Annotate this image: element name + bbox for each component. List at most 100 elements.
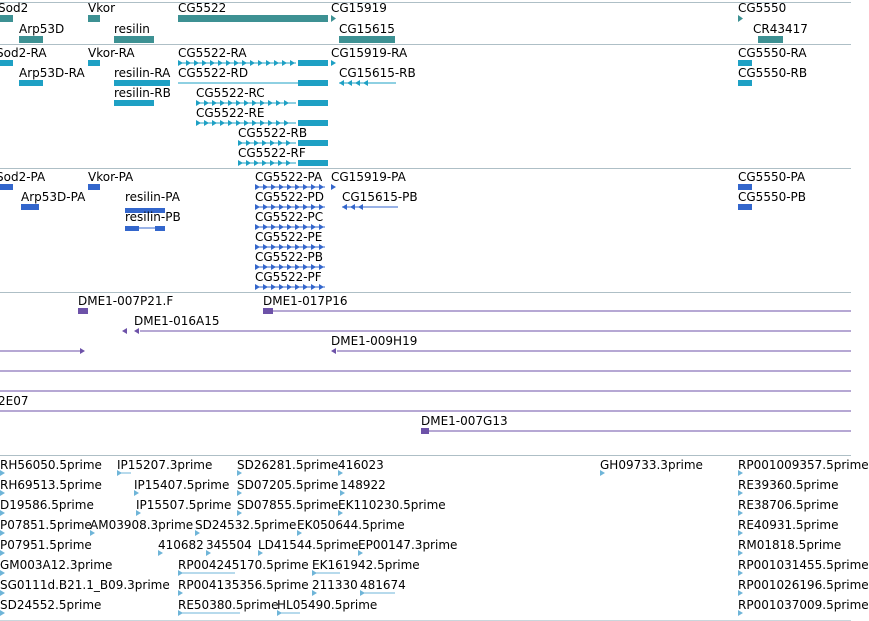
est-label[interactable]: 416023 [338, 458, 384, 472]
transcript-glyph-cg5522-rb-exon[interactable] [262, 140, 267, 146]
est-label[interactable]: D19586.5prime [0, 498, 94, 512]
transcript-glyph-cg15919-ra[interactable] [331, 60, 336, 66]
protein-glyph-cg5522-pd-exon[interactable] [287, 204, 292, 210]
transcript-glyph-cg5522-re-exon[interactable] [260, 120, 265, 126]
protein-glyph-cg5522-pb-exon[interactable] [263, 264, 268, 270]
est-label[interactable]: IP15507.5prime [136, 498, 232, 512]
est-label[interactable]: SD24532.5prime [195, 518, 297, 532]
protein-glyph-cg5522-pf-exon[interactable] [255, 284, 260, 290]
transcript-glyph-cg5522-ra-exon[interactable] [242, 60, 247, 66]
protein-glyph-cg5522-pe-exon[interactable] [263, 244, 268, 250]
clone-label-dme1-007p21f[interactable]: DME1-007P21.F [78, 294, 174, 308]
gene-glyph-arp53d[interactable] [19, 36, 43, 43]
transcript-glyph-cg5522-ra-exon[interactable] [186, 60, 191, 66]
transcript-glyph-cg5522-rb-block[interactable] [298, 140, 328, 146]
transcript-glyph-cg5522-ra-exon[interactable] [218, 60, 223, 66]
transcript-glyph-cg5522-rb-exon[interactable] [246, 140, 251, 146]
transcript-glyph-cg5522-ra-exon[interactable] [234, 60, 239, 66]
est-label[interactable]: EP00147.3prime [358, 538, 458, 552]
transcript-glyph-cg5522-rb-exon[interactable] [270, 140, 275, 146]
transcript-label-cg5522-rf[interactable]: CG5522-RF [238, 146, 306, 160]
est-glyph[interactable] [358, 550, 363, 556]
protein-glyph-cg5522-pd-exon[interactable] [303, 204, 308, 210]
est-glyph[interactable] [738, 490, 743, 496]
transcript-glyph-cg5522-ra-exon[interactable] [258, 60, 263, 66]
transcript-glyph-cg15615-rb-exon[interactable] [355, 80, 360, 86]
protein-glyph-cg5522-pb-exon[interactable] [271, 264, 276, 270]
protein-glyph-cg5522-pd-exon[interactable] [271, 204, 276, 210]
gene-glyph-cr43417[interactable] [758, 36, 783, 43]
protein-label-cg5550-pb[interactable]: CG5550-PB [738, 190, 807, 204]
gene-glyph-cg15615[interactable] [339, 36, 395, 43]
transcript-glyph-resilin-ra[interactable] [114, 80, 170, 86]
protein-glyph-cg5522-pe-exon[interactable] [279, 244, 284, 250]
transcript-label-resilin-rb[interactable]: resilin-RB [114, 86, 171, 100]
clone-glyph-dme1-016a15[interactable] [134, 328, 139, 334]
protein-glyph-cg5522-pb-exon[interactable] [311, 264, 316, 270]
est-label[interactable]: HL05490.5prime [277, 598, 378, 612]
gene-glyph-cg15919[interactable] [331, 15, 336, 22]
transcript-label-cg15919-ra[interactable]: CG15919-RA [331, 46, 408, 60]
clone-label-dme1-007g13[interactable]: DME1-007G13 [421, 414, 508, 428]
transcript-label-resilin-ra[interactable]: resilin-RA [114, 66, 171, 80]
transcript-glyph-cg5522-ra-exon[interactable] [202, 60, 207, 66]
est-glyph[interactable] [237, 470, 242, 476]
est-glyph[interactable] [258, 550, 263, 556]
protein-glyph-cg5522-pb-exon[interactable] [295, 264, 300, 270]
protein-glyph-cg5522-pa-exon[interactable] [287, 184, 292, 190]
transcript-glyph-cg5522-rc-exon[interactable] [268, 100, 273, 106]
protein-glyph-cg15919-pa[interactable] [331, 184, 336, 190]
est-label[interactable]: RH56050.5prime [0, 458, 102, 472]
est-glyph[interactable] [178, 590, 183, 596]
transcript-glyph-cg5522-rb-exon[interactable] [286, 140, 291, 146]
protein-glyph-cg5522-pe-exon[interactable] [303, 244, 308, 250]
protein-label-cg15615-pb[interactable]: CG15615-PB [342, 190, 418, 204]
protein-label-sod2-pa[interactable]: Sod2-PA [0, 170, 46, 184]
est-label[interactable]: 345504 [206, 538, 252, 552]
transcript-glyph-cg15615-rb-exon[interactable] [347, 80, 352, 86]
protein-glyph-cg5522-pe-exon[interactable] [255, 244, 260, 250]
protein-glyph-cg5522-pd-exon[interactable] [319, 204, 324, 210]
est-label[interactable]: 148922 [340, 478, 386, 492]
transcript-glyph-cg5522-rf-exon[interactable] [270, 160, 275, 166]
protein-label-resilin-pb[interactable]: resilin-PB [125, 210, 181, 224]
transcript-glyph-cg5522-ra-exon[interactable] [250, 60, 255, 66]
transcript-label-sod2-ra[interactable]: Sod2-RA [0, 46, 47, 60]
protein-label-cg5522-pd[interactable]: CG5522-PD [255, 190, 325, 204]
est-label[interactable]: P07851.5prime [0, 518, 92, 532]
transcript-glyph-cg5522-rc-exon[interactable] [276, 100, 281, 106]
est-glyph[interactable] [600, 470, 605, 476]
protein-glyph-cg5522-pf-exon[interactable] [311, 284, 316, 290]
protein-glyph-cg5522-pd-exon[interactable] [279, 204, 284, 210]
protein-glyph-cg5522-pf-exon[interactable] [279, 284, 284, 290]
transcript-glyph-cg5522-rc-exon[interactable] [260, 100, 265, 106]
est-glyph[interactable] [136, 510, 141, 516]
protein-glyph-cg5550-pb[interactable] [738, 204, 752, 210]
protein-glyph-cg5522-pb-exon[interactable] [319, 264, 324, 270]
est-glyph[interactable] [90, 530, 95, 536]
transcript-glyph-cg5522-rb-exon[interactable] [278, 140, 283, 146]
protein-glyph-cg5522-pa-exon[interactable] [271, 184, 276, 190]
est-label[interactable]: RP001009357.5prime [738, 458, 869, 472]
est-glyph[interactable] [0, 470, 5, 476]
gene-label-cg5522[interactable]: CG5522 [178, 1, 227, 15]
protein-glyph-cg5522-pf-exon[interactable] [271, 284, 276, 290]
transcript-glyph-cg5522-re-exon[interactable] [276, 120, 281, 126]
protein-glyph-cg5522-pc-exon[interactable] [255, 224, 260, 230]
protein-glyph-cg5522-pe-exon[interactable] [319, 244, 324, 250]
est-label[interactable]: SD24552.5prime [0, 598, 102, 612]
protein-glyph-cg5522-pa-exon[interactable] [311, 184, 316, 190]
transcript-glyph-cg5522-rf-block[interactable] [298, 160, 328, 166]
transcript-glyph-cg5522-re-exon[interactable] [244, 120, 249, 126]
protein-glyph-cg5522-pd-exon[interactable] [311, 204, 316, 210]
est-label[interactable]: AM03908.3prime [90, 518, 194, 532]
protein-glyph-cg5522-pe-exon[interactable] [287, 244, 292, 250]
est-glyph[interactable] [237, 490, 242, 496]
transcript-glyph-cg5522-ra-exon[interactable] [226, 60, 231, 66]
protein-glyph-cg5522-pc-exon[interactable] [279, 224, 284, 230]
transcript-label-arp53d-ra[interactable]: Arp53D-RA [19, 66, 85, 80]
est-label[interactable]: EK050644.5prime [297, 518, 405, 532]
gene-glyph-vkor[interactable] [88, 15, 100, 22]
transcript-glyph-cg5522-ra-exon[interactable] [274, 60, 279, 66]
transcript-glyph-cg5522-re-block[interactable] [298, 120, 328, 126]
